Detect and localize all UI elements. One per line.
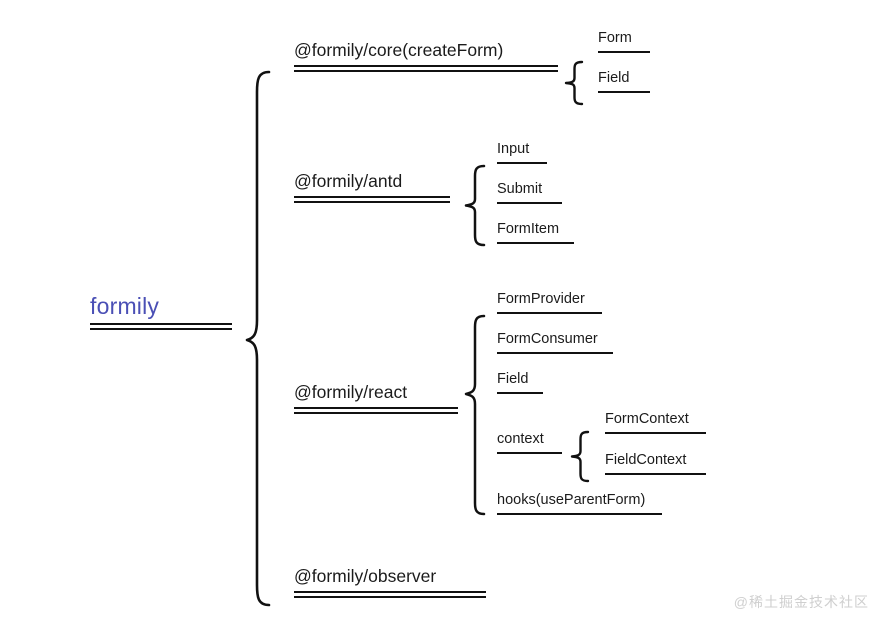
- node-package-antd-label: @formily/antd: [294, 171, 403, 191]
- node-export-input-underline: [497, 161, 547, 164]
- node-export-context[interactable]: context: [497, 432, 562, 454]
- node-export-field-react[interactable]: Field: [497, 372, 543, 394]
- node-root-label: formily: [90, 293, 160, 319]
- node-package-core[interactable]: @formily/core(createForm): [294, 40, 558, 72]
- node-export-field-core[interactable]: Field: [598, 71, 650, 93]
- node-export-field-core-label: Field: [598, 70, 630, 86]
- node-context-formcontext-label: FormContext: [605, 411, 689, 427]
- node-export-submit-label: Submit: [497, 181, 543, 197]
- node-export-formconsumer-underline: [497, 351, 613, 354]
- node-export-submit-underline: [497, 201, 562, 204]
- node-export-formitem-underline: [497, 241, 574, 244]
- node-package-react-label: @formily/react: [294, 382, 408, 402]
- node-export-formprovider-underline: [497, 311, 602, 314]
- node-export-formconsumer-label: FormConsumer: [497, 331, 598, 347]
- node-export-form[interactable]: Form: [598, 31, 650, 53]
- node-context-formcontext[interactable]: FormContext: [605, 412, 706, 434]
- node-context-fieldcontext-underline: [605, 472, 706, 475]
- node-root[interactable]: formily: [90, 295, 232, 330]
- node-export-input[interactable]: Input: [497, 142, 547, 164]
- watermark: @稀土掘金技术社区: [733, 594, 869, 610]
- node-export-formprovider-label: FormProvider: [497, 291, 585, 307]
- node-export-submit[interactable]: Submit: [497, 182, 562, 204]
- node-context-fieldcontext[interactable]: FieldContext: [605, 453, 706, 475]
- node-export-hooks-underline: [497, 512, 662, 515]
- node-package-observer[interactable]: @formily/observer: [294, 566, 486, 598]
- node-context-formcontext-underline: [605, 431, 706, 434]
- brace-context: [570, 430, 590, 484]
- node-export-input-label: Input: [497, 141, 530, 157]
- node-package-react[interactable]: @formily/react: [294, 382, 458, 414]
- brace-react: [464, 314, 486, 518]
- node-export-formitem[interactable]: FormItem: [497, 222, 574, 244]
- node-export-form-underline: [598, 50, 650, 53]
- node-export-hooks[interactable]: hooks(useParentForm): [497, 493, 662, 515]
- node-export-formitem-label: FormItem: [497, 221, 560, 237]
- node-root-underline: [90, 323, 232, 330]
- brace-core: [564, 60, 584, 106]
- node-package-core-label: @formily/core(createForm): [294, 40, 504, 60]
- node-export-formprovider[interactable]: FormProvider: [497, 292, 602, 314]
- node-export-context-label: context: [497, 431, 544, 447]
- node-export-field-react-label: Field: [497, 371, 529, 387]
- node-package-core-underline: [294, 64, 558, 72]
- brace-root: [245, 70, 271, 607]
- node-package-observer-underline: [294, 590, 486, 598]
- node-export-field-core-underline: [598, 90, 650, 93]
- brace-antd: [464, 164, 486, 248]
- node-export-hooks-label: hooks(useParentForm): [497, 492, 646, 508]
- node-export-context-underline: [497, 451, 562, 454]
- node-package-antd[interactable]: @formily/antd: [294, 171, 450, 203]
- node-export-formconsumer[interactable]: FormConsumer: [497, 332, 613, 354]
- node-context-fieldcontext-label: FieldContext: [605, 452, 687, 468]
- node-export-field-react-underline: [497, 391, 543, 394]
- node-export-form-label: Form: [598, 30, 632, 46]
- node-package-observer-label: @formily/observer: [294, 566, 437, 586]
- node-package-react-underline: [294, 406, 458, 414]
- node-package-antd-underline: [294, 195, 450, 203]
